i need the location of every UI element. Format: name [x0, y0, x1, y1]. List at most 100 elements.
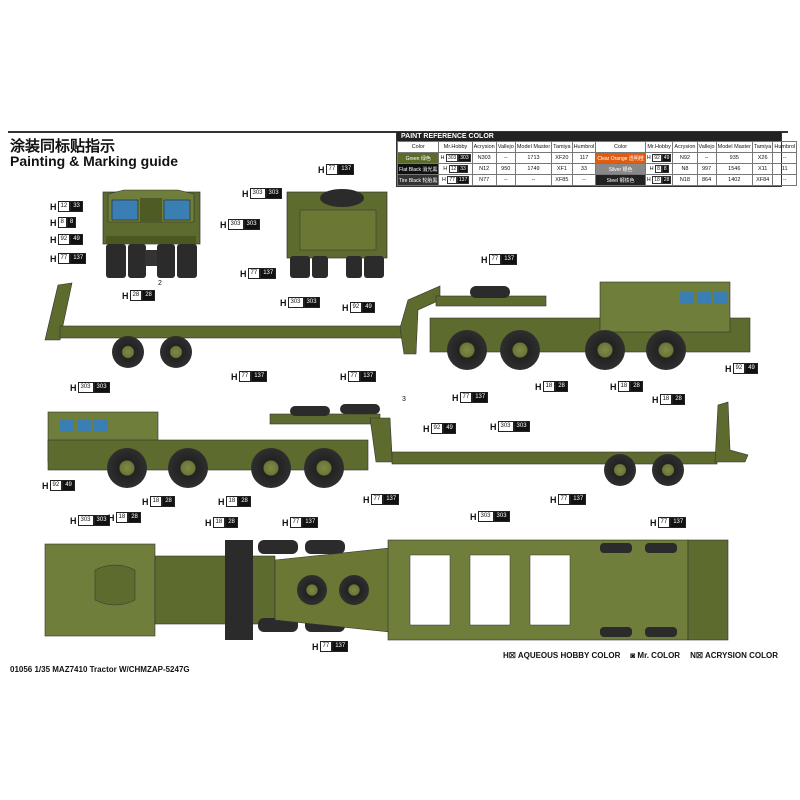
- callout-mr-color-code: 137: [472, 392, 489, 403]
- legend-mr-color: ◙ Mr. COLOR: [630, 651, 681, 660]
- paint-acrysion-cell: N77: [471, 174, 497, 186]
- legend-acrysion: N☒ ACRYSION COLOR: [690, 651, 778, 660]
- callout-prefix: H: [122, 290, 129, 301]
- callout-mr-color-code: 303: [513, 421, 530, 432]
- callout-mr-color-code: 137: [338, 164, 355, 175]
- callout-prefix: H: [242, 188, 249, 199]
- callout-prefix: H: [312, 641, 319, 652]
- callout-mr-color-code: 49: [745, 363, 758, 374]
- callout-mr-color-code: 28: [555, 381, 568, 392]
- callout-hobby-code: 18: [225, 496, 239, 507]
- callout-hobby-code: 18: [149, 496, 163, 507]
- note-2: 2: [158, 280, 162, 287]
- callout-prefix: H: [650, 517, 657, 528]
- callout-hobby-code: 18: [659, 394, 673, 405]
- paint-color-swatch: Tire Black 轮胎黑: [396, 174, 440, 186]
- callout-prefix: H: [550, 494, 557, 505]
- callout-prefix: H: [490, 421, 497, 432]
- callout-mr-color-code: 28: [142, 290, 155, 301]
- callout-prefix: H: [280, 297, 287, 308]
- color-legend: H☒ AQUEOUS HOBBY COLOR ◙ Mr. COLOR N☒ AC…: [503, 651, 778, 660]
- callout-hobby-code: 77: [370, 494, 384, 505]
- callout-prefix: H: [240, 268, 247, 279]
- callout-prefix: H: [142, 496, 149, 507]
- callout-hobby-code: 77: [488, 254, 502, 265]
- callout-mr-color-code: 137: [670, 517, 687, 528]
- callout-hobby-code: 77: [57, 253, 71, 264]
- callout-mr-color-code: 303: [303, 297, 320, 308]
- callout-mr-color-code: 28: [225, 517, 238, 528]
- callout-hobby-code: 18: [617, 381, 631, 392]
- callout-mr-color-code: 137: [260, 268, 277, 279]
- callout-mr-color-code: 303: [93, 515, 110, 526]
- product-footer: 01056 1/35 MAZ7410 Tractor W/CHMZAP-5247…: [10, 665, 190, 674]
- callout-prefix: H: [363, 494, 370, 505]
- callout-mr-color-code: 49: [362, 302, 375, 313]
- callout-mr-color-code: 137: [570, 494, 587, 505]
- callout-hobby-code: 77: [347, 371, 361, 382]
- callout-mr-color-code: 49: [443, 423, 456, 434]
- callout-prefix: H: [220, 219, 227, 230]
- callout-hobby-code: 77: [557, 494, 571, 505]
- callout-mr-color-code: 137: [332, 641, 349, 652]
- callout-mr-color-code: 28: [672, 394, 685, 405]
- callout-mr-color-code: 303: [265, 188, 282, 199]
- callout-hobby-code: 77: [325, 164, 339, 175]
- callout-hobby-code: 92: [430, 423, 444, 434]
- callout-prefix: H: [50, 253, 57, 264]
- callout-hobby-code: 77: [289, 517, 303, 528]
- callout-prefix: H: [205, 517, 212, 528]
- callout-hobby-code: 77: [247, 268, 261, 279]
- callout-hobby-code: 303: [249, 188, 266, 199]
- top-view: [44, 539, 729, 641]
- callout-hobby-code: 303: [77, 515, 94, 526]
- callout-hobby-code: 77: [657, 517, 671, 528]
- callout-prefix: H: [282, 517, 289, 528]
- paint-humbrol-cell: --: [772, 174, 798, 186]
- paint-tamiya-cell: XF85: [551, 174, 573, 186]
- callout-mr-color-code: 137: [383, 494, 400, 505]
- side-view-1: [44, 281, 751, 370]
- callout-mr-color-code: 28: [630, 381, 643, 392]
- callout-hobby-code: 303: [77, 382, 94, 393]
- callout-mr-color-code: 137: [251, 371, 268, 382]
- callout-hobby-code: 18: [542, 381, 556, 392]
- callout-prefix: H: [470, 511, 477, 522]
- callout-prefix: H: [481, 254, 488, 265]
- callout-mr-color-code: 303: [493, 511, 510, 522]
- callout-hobby-code: 92: [49, 480, 63, 491]
- callout-mr-color-code: 28: [128, 512, 141, 523]
- callout-mr-color-code: 303: [93, 382, 110, 393]
- callout-prefix: H: [610, 381, 617, 392]
- callout-prefix: H: [70, 382, 77, 393]
- callout-hobby-code: 77: [459, 392, 473, 403]
- side-view-2: [47, 401, 749, 488]
- callout-mr-color-code: 49: [70, 234, 83, 245]
